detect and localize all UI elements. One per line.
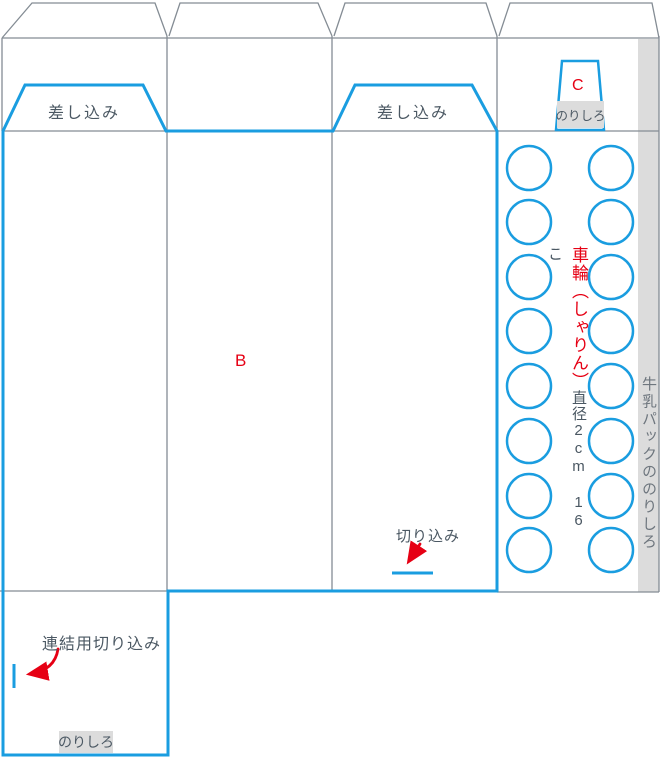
wheel-cutout-circle <box>587 198 635 246</box>
top-flap-3 <box>333 2 498 37</box>
top-flap-2 <box>168 2 333 37</box>
wheel-cutout-circle <box>587 253 635 301</box>
wheel-spec: 直径2cm 16こ <box>546 246 587 530</box>
milk-carton-glue-strip <box>638 39 659 592</box>
wheel-cutout-circle <box>587 526 635 574</box>
wheel-cutout-circle <box>505 526 553 574</box>
wheel-cutout-circle <box>505 307 553 355</box>
panel-b-label: B <box>235 351 247 370</box>
wheel-cutout-circle <box>505 362 553 410</box>
wheel-cutout-circle <box>505 144 553 192</box>
insert-tab-left-label: 差し込み <box>48 105 121 122</box>
top-flap-1 <box>1 2 168 39</box>
wheel-cutout-circle <box>587 362 635 410</box>
main-cut-outline <box>1 83 499 757</box>
wheel-cutout-circle <box>505 253 553 301</box>
wheel-cutout-circle <box>587 417 635 465</box>
tab-c-glue-label: のりしろ <box>555 109 606 123</box>
wheel-cutout-circle <box>587 472 635 520</box>
bottom-glue-label: のりしろ <box>58 734 114 750</box>
wheel-cutout-circle <box>587 144 635 192</box>
wheel-cutout-circle <box>505 472 553 520</box>
link-cut-arrow <box>25 647 60 681</box>
wheel-cutout-circle <box>505 198 553 246</box>
wheel-cutout-circle <box>505 417 553 465</box>
link-cut-label: 連結用切り込み <box>42 636 162 653</box>
wheel-cutout-circle <box>587 307 635 355</box>
tab-c-glue-box: のりしろ <box>555 101 606 128</box>
cut-notch-arrow <box>406 540 428 565</box>
insert-tab-right-label: 差し込み <box>377 105 450 122</box>
cut-notch-label: 切り込み <box>396 528 461 545</box>
wheel-title: 車輪（しゃりん） <box>569 246 588 390</box>
milk-carton-strip-label: 牛乳パックののりしろ <box>640 376 657 551</box>
wheel-circles <box>505 144 635 574</box>
top-flap-4 <box>498 2 660 39</box>
tab-c-label: C <box>572 77 584 94</box>
wheel-label: 車輪（しゃりん）直径2cm 16こ <box>546 246 590 536</box>
bottom-glue-box: のりしろ <box>58 731 114 753</box>
